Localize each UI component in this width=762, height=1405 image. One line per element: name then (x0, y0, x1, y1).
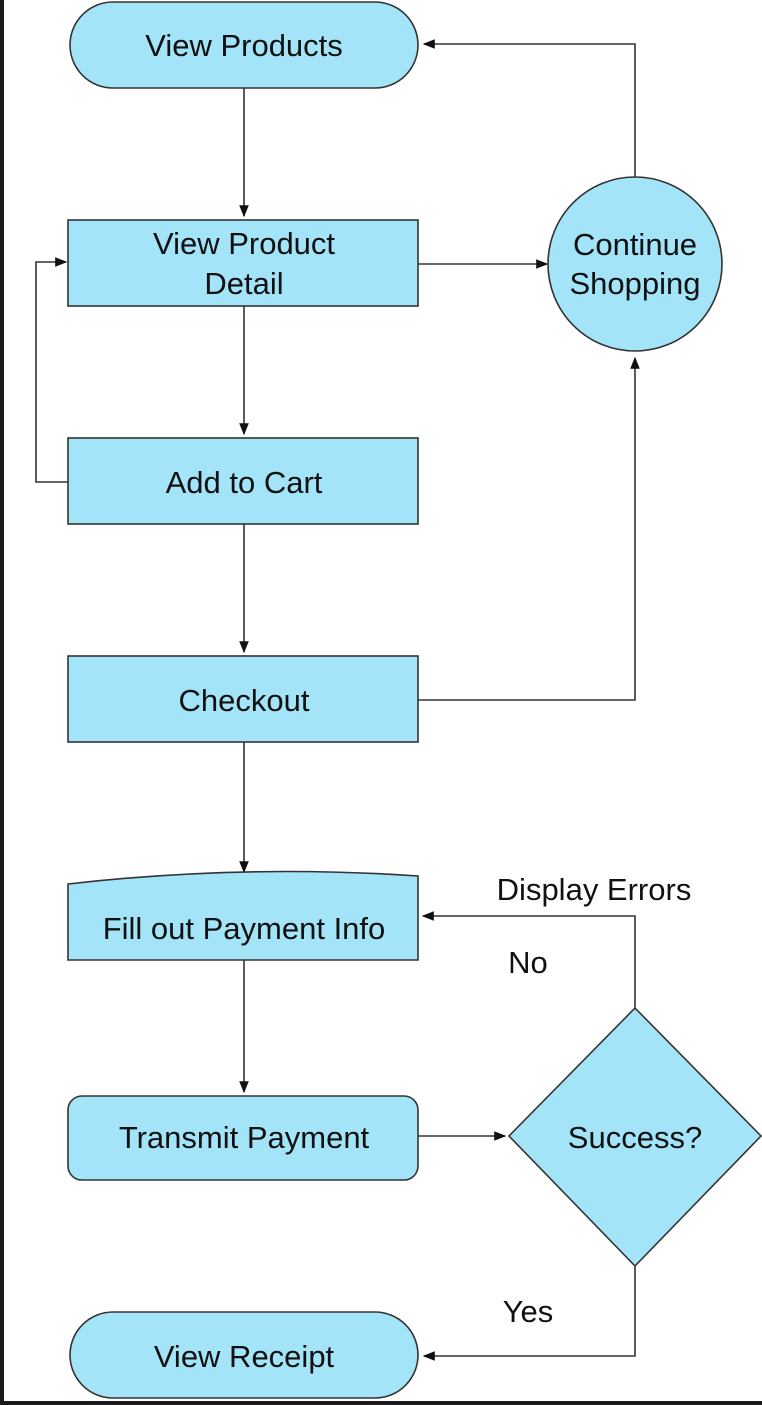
node-view-products: View Products (69, 1, 419, 89)
node-view-product-detail-label-line1: View Product (153, 226, 335, 261)
node-success-decision: Success? (507, 1006, 762, 1268)
node-view-receipt: View Receipt (69, 1311, 419, 1399)
node-fill-out-payment-info: Fill out Payment Info (67, 870, 419, 961)
node-view-receipt-label: View Receipt (154, 1339, 335, 1374)
node-checkout-label: Checkout (179, 683, 310, 718)
node-success-label: Success? (568, 1120, 702, 1155)
node-continue-shopping-label-line2: Shopping (569, 266, 700, 301)
node-checkout: Checkout (67, 655, 419, 743)
node-add-to-cart-label: Add to Cart (166, 465, 323, 500)
node-add-to-cart: Add to Cart (67, 437, 419, 525)
node-view-product-detail-label-line2: Detail (204, 266, 283, 301)
node-fill-out-payment-info-label: Fill out Payment Info (103, 911, 386, 946)
edge-success-yes-to-receipt (422, 1266, 636, 1361)
node-transmit-payment-label: Transmit Payment (119, 1120, 370, 1155)
edge-continue-shopping-to-view-products (422, 39, 636, 178)
edge-label-no: No (508, 945, 548, 980)
edge-success-no-to-payment-info (421, 911, 636, 1008)
node-view-products-label: View Products (145, 28, 343, 63)
edge-add-to-cart-to-product-detail (35, 257, 68, 483)
node-transmit-payment: Transmit Payment (67, 1095, 419, 1181)
edge-label-yes: Yes (503, 1294, 554, 1329)
node-view-product-detail: View Product Detail (67, 219, 419, 307)
node-continue-shopping: Continue Shopping (547, 176, 723, 352)
edge-checkout-to-continue-shopping (418, 356, 640, 701)
node-continue-shopping-label-line1: Continue (573, 227, 697, 262)
flowchart: View Products View Product Detail Contin… (35, 1, 762, 1399)
flowchart-canvas: View Products View Product Detail Contin… (4, 0, 762, 1401)
edge-label-display-errors: Display Errors (497, 872, 692, 907)
